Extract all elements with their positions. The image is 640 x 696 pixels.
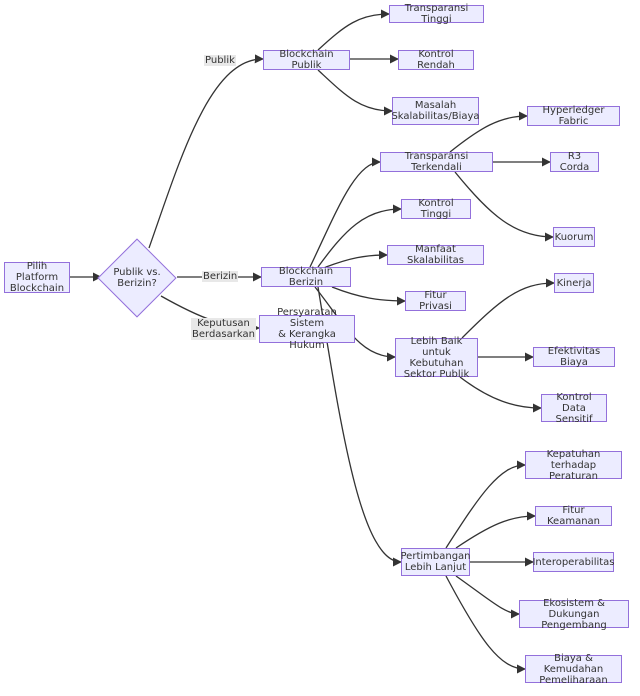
node-privacy-features: Fitur Privasi: [405, 290, 466, 312]
node-performance: Kinerja: [554, 273, 594, 293]
edge-permissioned-to-scalability-benefit: [325, 250, 388, 268]
node-permissioned-blockchain: Blockchain Berizin: [261, 266, 351, 288]
edge-further-to-cost-maintenance: [445, 575, 526, 674]
node-quorum: Kuorum: [553, 227, 595, 247]
edge-permissioned-to-controlled-transparency: [309, 157, 381, 268]
edge-further-to-ecosystem: [455, 575, 520, 619]
edge-public-sector-to-performance: [461, 278, 555, 339]
edge-further-to-security: [455, 511, 536, 549]
edge-public-to-transparency: [317, 9, 390, 51]
node-public-blockchain: Blockchain Publik: [263, 49, 350, 71]
edge-label-permissioned: Berizin: [202, 271, 239, 282]
node-security-features: Fitur Keamanan: [535, 505, 612, 527]
edge-label-public: Publik: [204, 55, 236, 66]
node-decision: Publik vs.Berizin?: [97, 238, 177, 318]
edge-public-to-scalability: [317, 69, 393, 116]
node-scalability-benefit: Manfaat Skalabilitas: [387, 244, 484, 266]
node-low-control: Kontrol Rendah: [398, 49, 474, 71]
node-high-transparency: Transparansi Tinggi: [389, 3, 484, 25]
edge-controlled-to-hyperledger: [449, 111, 528, 153]
node-r3-corda: R3 Corda: [550, 151, 599, 173]
edge-permissioned-to-privacy: [331, 286, 406, 306]
node-requirements: Persyaratan Sistem& Kerangka Hukum: [259, 307, 355, 351]
edge-permissioned-to-high-control: [317, 204, 402, 268]
node-interoperability: Interoperabilitas: [532, 552, 615, 572]
edge-decision-to-public: [148, 54, 264, 249]
decision-label: Publik vs.Berizin?: [113, 267, 161, 289]
node-hyperledger-fabric: Hyperledger Fabric: [527, 105, 620, 127]
node-high-control: Kontrol Tinggi: [401, 198, 471, 220]
node-cost-effectiveness: Efektivitas Biaya: [533, 346, 615, 368]
edges: [70, 9, 555, 674]
edge-controlled-to-quorum: [454, 171, 554, 242]
edge-further-to-compliance: [445, 460, 526, 549]
edge-public-sector-to-sensitive-data: [459, 376, 542, 413]
node-controlled-transparency: Transparansi Terkendali: [380, 151, 493, 173]
